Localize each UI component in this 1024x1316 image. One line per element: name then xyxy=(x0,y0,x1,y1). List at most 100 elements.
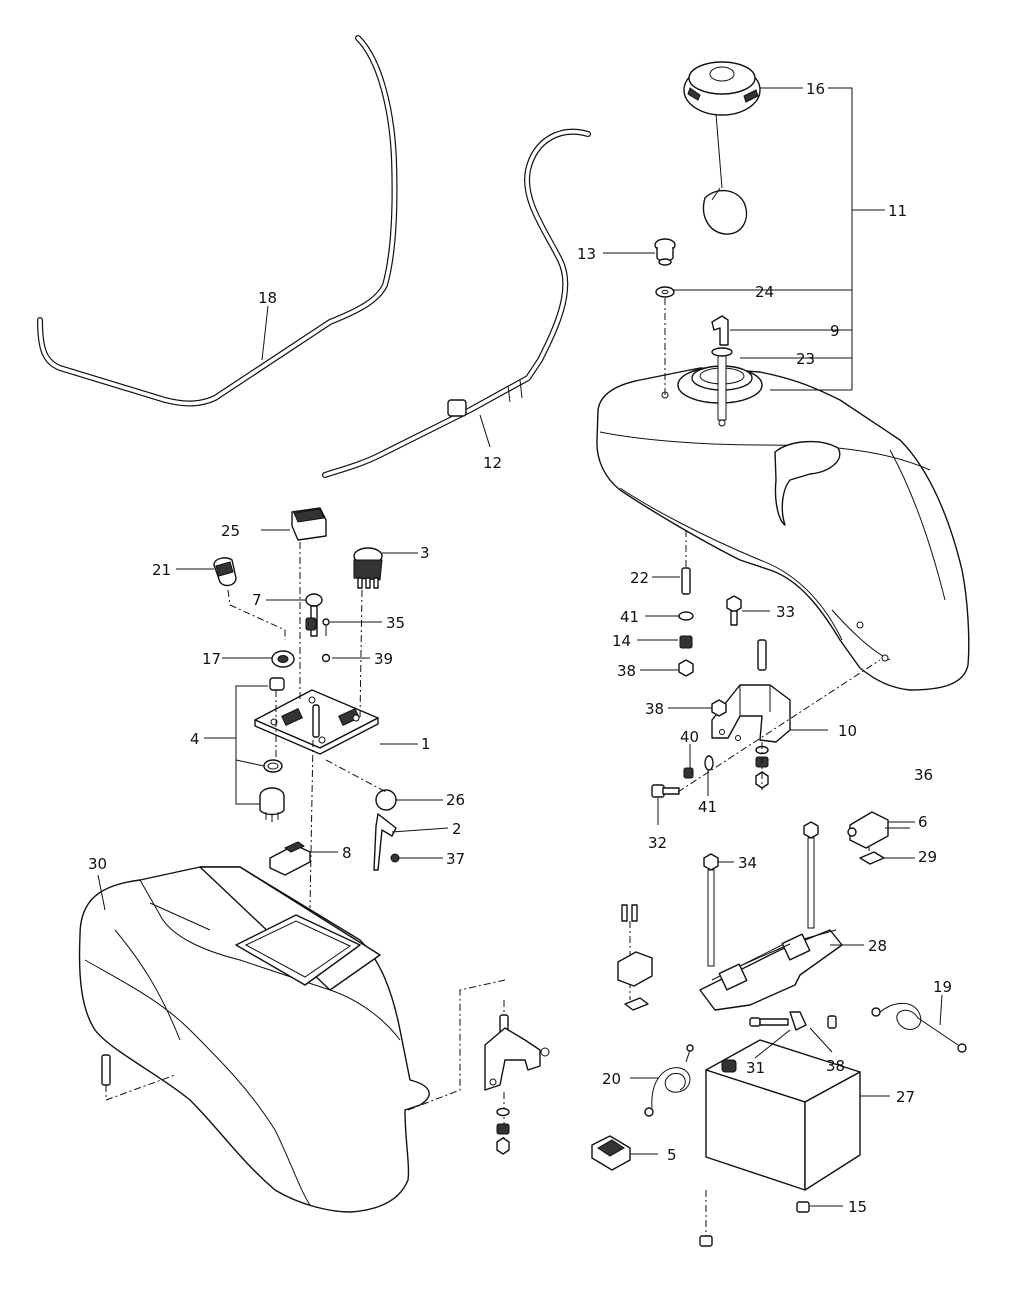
callout-6: 6 xyxy=(918,813,928,831)
lever-stem xyxy=(312,704,320,738)
callout-37: 37 xyxy=(446,850,465,868)
fuel-cap-16 xyxy=(683,61,761,235)
washer-41-low xyxy=(704,755,714,771)
centerline-30b xyxy=(407,979,506,1111)
callout-11: 11 xyxy=(888,202,907,220)
callout-12: 12 xyxy=(483,454,502,472)
key-21 xyxy=(213,557,237,587)
callout-10: 10 xyxy=(838,722,857,740)
battery-27 xyxy=(705,1039,861,1191)
centerline-32 xyxy=(677,659,881,793)
vent-fitting-9 xyxy=(711,315,729,346)
callout-18: 18 xyxy=(258,289,277,307)
hose-12 xyxy=(322,128,591,478)
callout-4: 4 xyxy=(190,730,200,748)
callout-14: 14 xyxy=(612,632,631,650)
foot-15 xyxy=(796,1201,810,1213)
left-relay-group xyxy=(617,904,653,1011)
switch-25 xyxy=(291,507,327,541)
callout-15: 15 xyxy=(848,1198,867,1216)
centerline-26 xyxy=(325,759,387,793)
callout-20: 20 xyxy=(602,1070,621,1088)
centerline-30a xyxy=(105,1074,176,1101)
callout-39: 39 xyxy=(374,650,393,668)
callout-1: 1 xyxy=(421,735,431,753)
bolt-33 xyxy=(726,595,742,626)
callout-2: 2 xyxy=(452,820,462,838)
callout-30: 30 xyxy=(88,855,107,873)
rod-28 xyxy=(803,821,819,929)
callout-41-top: 41 xyxy=(620,608,639,626)
choke-knob-26 xyxy=(373,789,397,871)
console-mount-pin xyxy=(101,1054,111,1086)
nut-37 xyxy=(390,853,400,863)
centerline-8 xyxy=(309,739,314,909)
hose-18 xyxy=(37,35,398,407)
callout-16: 16 xyxy=(806,80,825,98)
pin-10b xyxy=(757,639,767,671)
fuel-tank xyxy=(596,347,970,691)
callout-26: 26 xyxy=(446,791,465,809)
foot-bottom xyxy=(699,1235,713,1247)
leader-lines xyxy=(97,87,943,1207)
spring-14 xyxy=(679,635,693,649)
clip-29 xyxy=(859,851,885,865)
nut-40 xyxy=(683,767,694,779)
callout-23: 23 xyxy=(796,350,815,368)
callout-labels: 1 2 3 4 5 6 7 8 9 10 11 12 13 14 15 16 1… xyxy=(88,80,952,1216)
callout-35: 35 xyxy=(386,614,405,632)
callout-5: 5 xyxy=(667,1146,677,1164)
callout-24: 24 xyxy=(755,283,774,301)
callout-17: 17 xyxy=(202,650,221,668)
washer-41-top xyxy=(678,611,694,621)
callout-41-low: 41 xyxy=(698,798,717,816)
nut-4a xyxy=(269,677,285,691)
callout-19: 19 xyxy=(933,978,952,996)
callout-38-mid: 38 xyxy=(645,700,664,718)
callout-22: 22 xyxy=(630,569,649,587)
switch-5 xyxy=(591,1135,631,1171)
nut-38-mid xyxy=(711,699,727,717)
callout-34: 34 xyxy=(738,854,757,872)
callout-13: 13 xyxy=(577,245,596,263)
callout-32: 32 xyxy=(648,834,667,852)
callout-33: 33 xyxy=(776,603,795,621)
switch-3 xyxy=(353,547,383,589)
callout-7: 7 xyxy=(252,591,262,609)
cable-20 xyxy=(644,1044,694,1117)
console-bracket xyxy=(484,1027,550,1091)
connector-8 xyxy=(269,841,311,876)
callout-38-battery: 38 xyxy=(826,1057,845,1075)
callout-3: 3 xyxy=(420,544,430,562)
centerline-3 xyxy=(359,589,363,719)
washer-24 xyxy=(655,286,675,298)
callout-25: 25 xyxy=(221,522,240,540)
callout-21: 21 xyxy=(152,561,171,579)
ignition-switch-4 xyxy=(259,787,285,822)
relay-6 xyxy=(847,811,889,849)
screw-35 xyxy=(322,618,330,636)
pin-22 xyxy=(681,567,691,595)
nut-39 xyxy=(321,653,331,663)
callout-27: 27 xyxy=(896,1088,915,1106)
centerline-21 xyxy=(227,589,286,640)
callout-38-top: 38 xyxy=(617,662,636,680)
knob-7 xyxy=(305,593,323,637)
bracket-line-4 xyxy=(235,685,268,805)
console-housing-30 xyxy=(78,866,430,1213)
bolt-32 xyxy=(651,784,680,798)
callout-28: 28 xyxy=(868,937,887,955)
washer-4b xyxy=(263,759,283,773)
grommet-13 xyxy=(654,238,676,266)
console-hw-stack xyxy=(496,1107,510,1155)
bolt-34 xyxy=(703,853,719,967)
bracket-10 xyxy=(711,684,791,743)
cable-19 xyxy=(871,1002,967,1053)
bushing-17 xyxy=(271,650,295,668)
terminal-31 xyxy=(749,1011,837,1031)
callout-36: 36 xyxy=(914,766,933,784)
callout-9: 9 xyxy=(830,322,840,340)
callout-29: 29 xyxy=(918,848,937,866)
